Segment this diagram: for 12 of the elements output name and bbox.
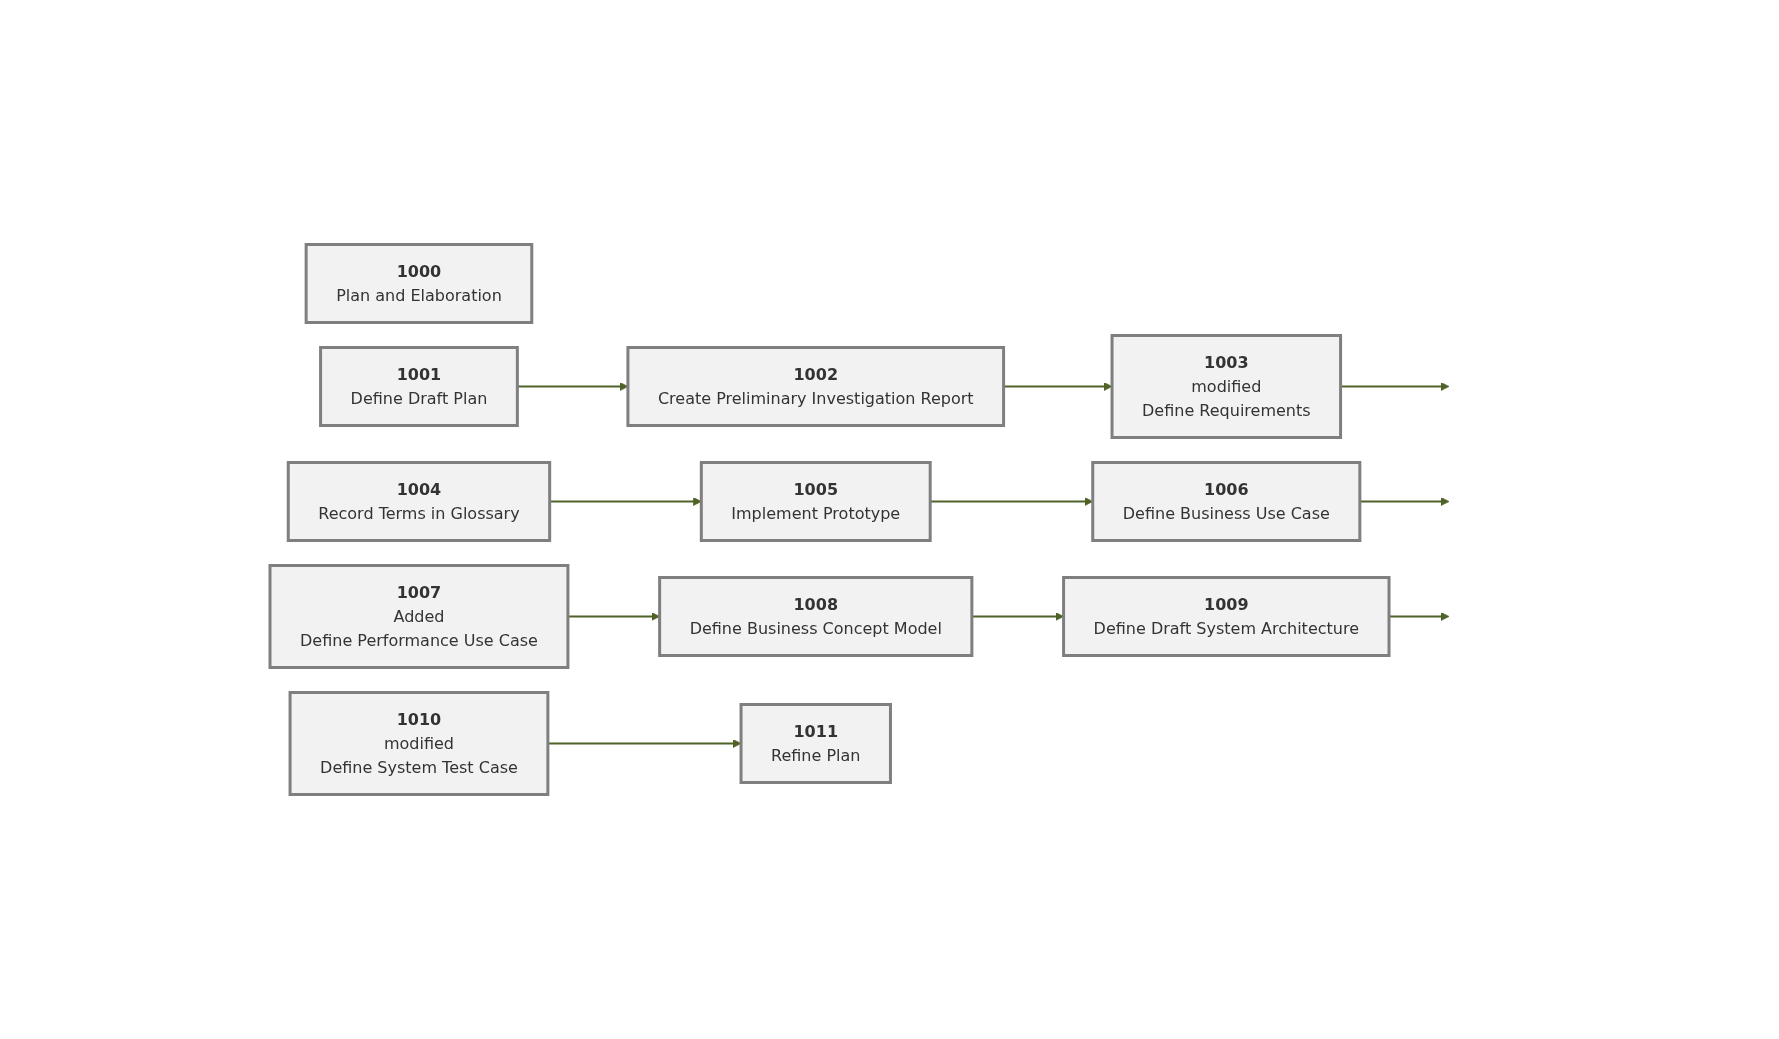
node-box: 1008 Define Business Concept Model — [658, 576, 974, 657]
node-box: 1006 Define Business Use Case — [1091, 461, 1362, 542]
node-box: 1004 Record Terms in Glossary — [286, 461, 552, 542]
node-box: 1003 modified Define Requirements — [1110, 334, 1343, 439]
node-box: 1009 Define Draft System Architecture — [1062, 576, 1391, 657]
node-box: 1007 Added Define Performance Use Case — [268, 564, 570, 669]
node-box: 1002 Create Preliminary Investigation Report — [626, 346, 1006, 427]
node-box: 1001 Define Draft Plan — [319, 346, 519, 427]
node-box: 1000 Plan and Elaboration — [304, 243, 534, 324]
node-box: 1010 modified Define System Test Case — [288, 691, 550, 796]
node-box: 1011 Refine Plan — [739, 703, 892, 784]
node-box: 1005 Implement Prototype — [699, 461, 932, 542]
